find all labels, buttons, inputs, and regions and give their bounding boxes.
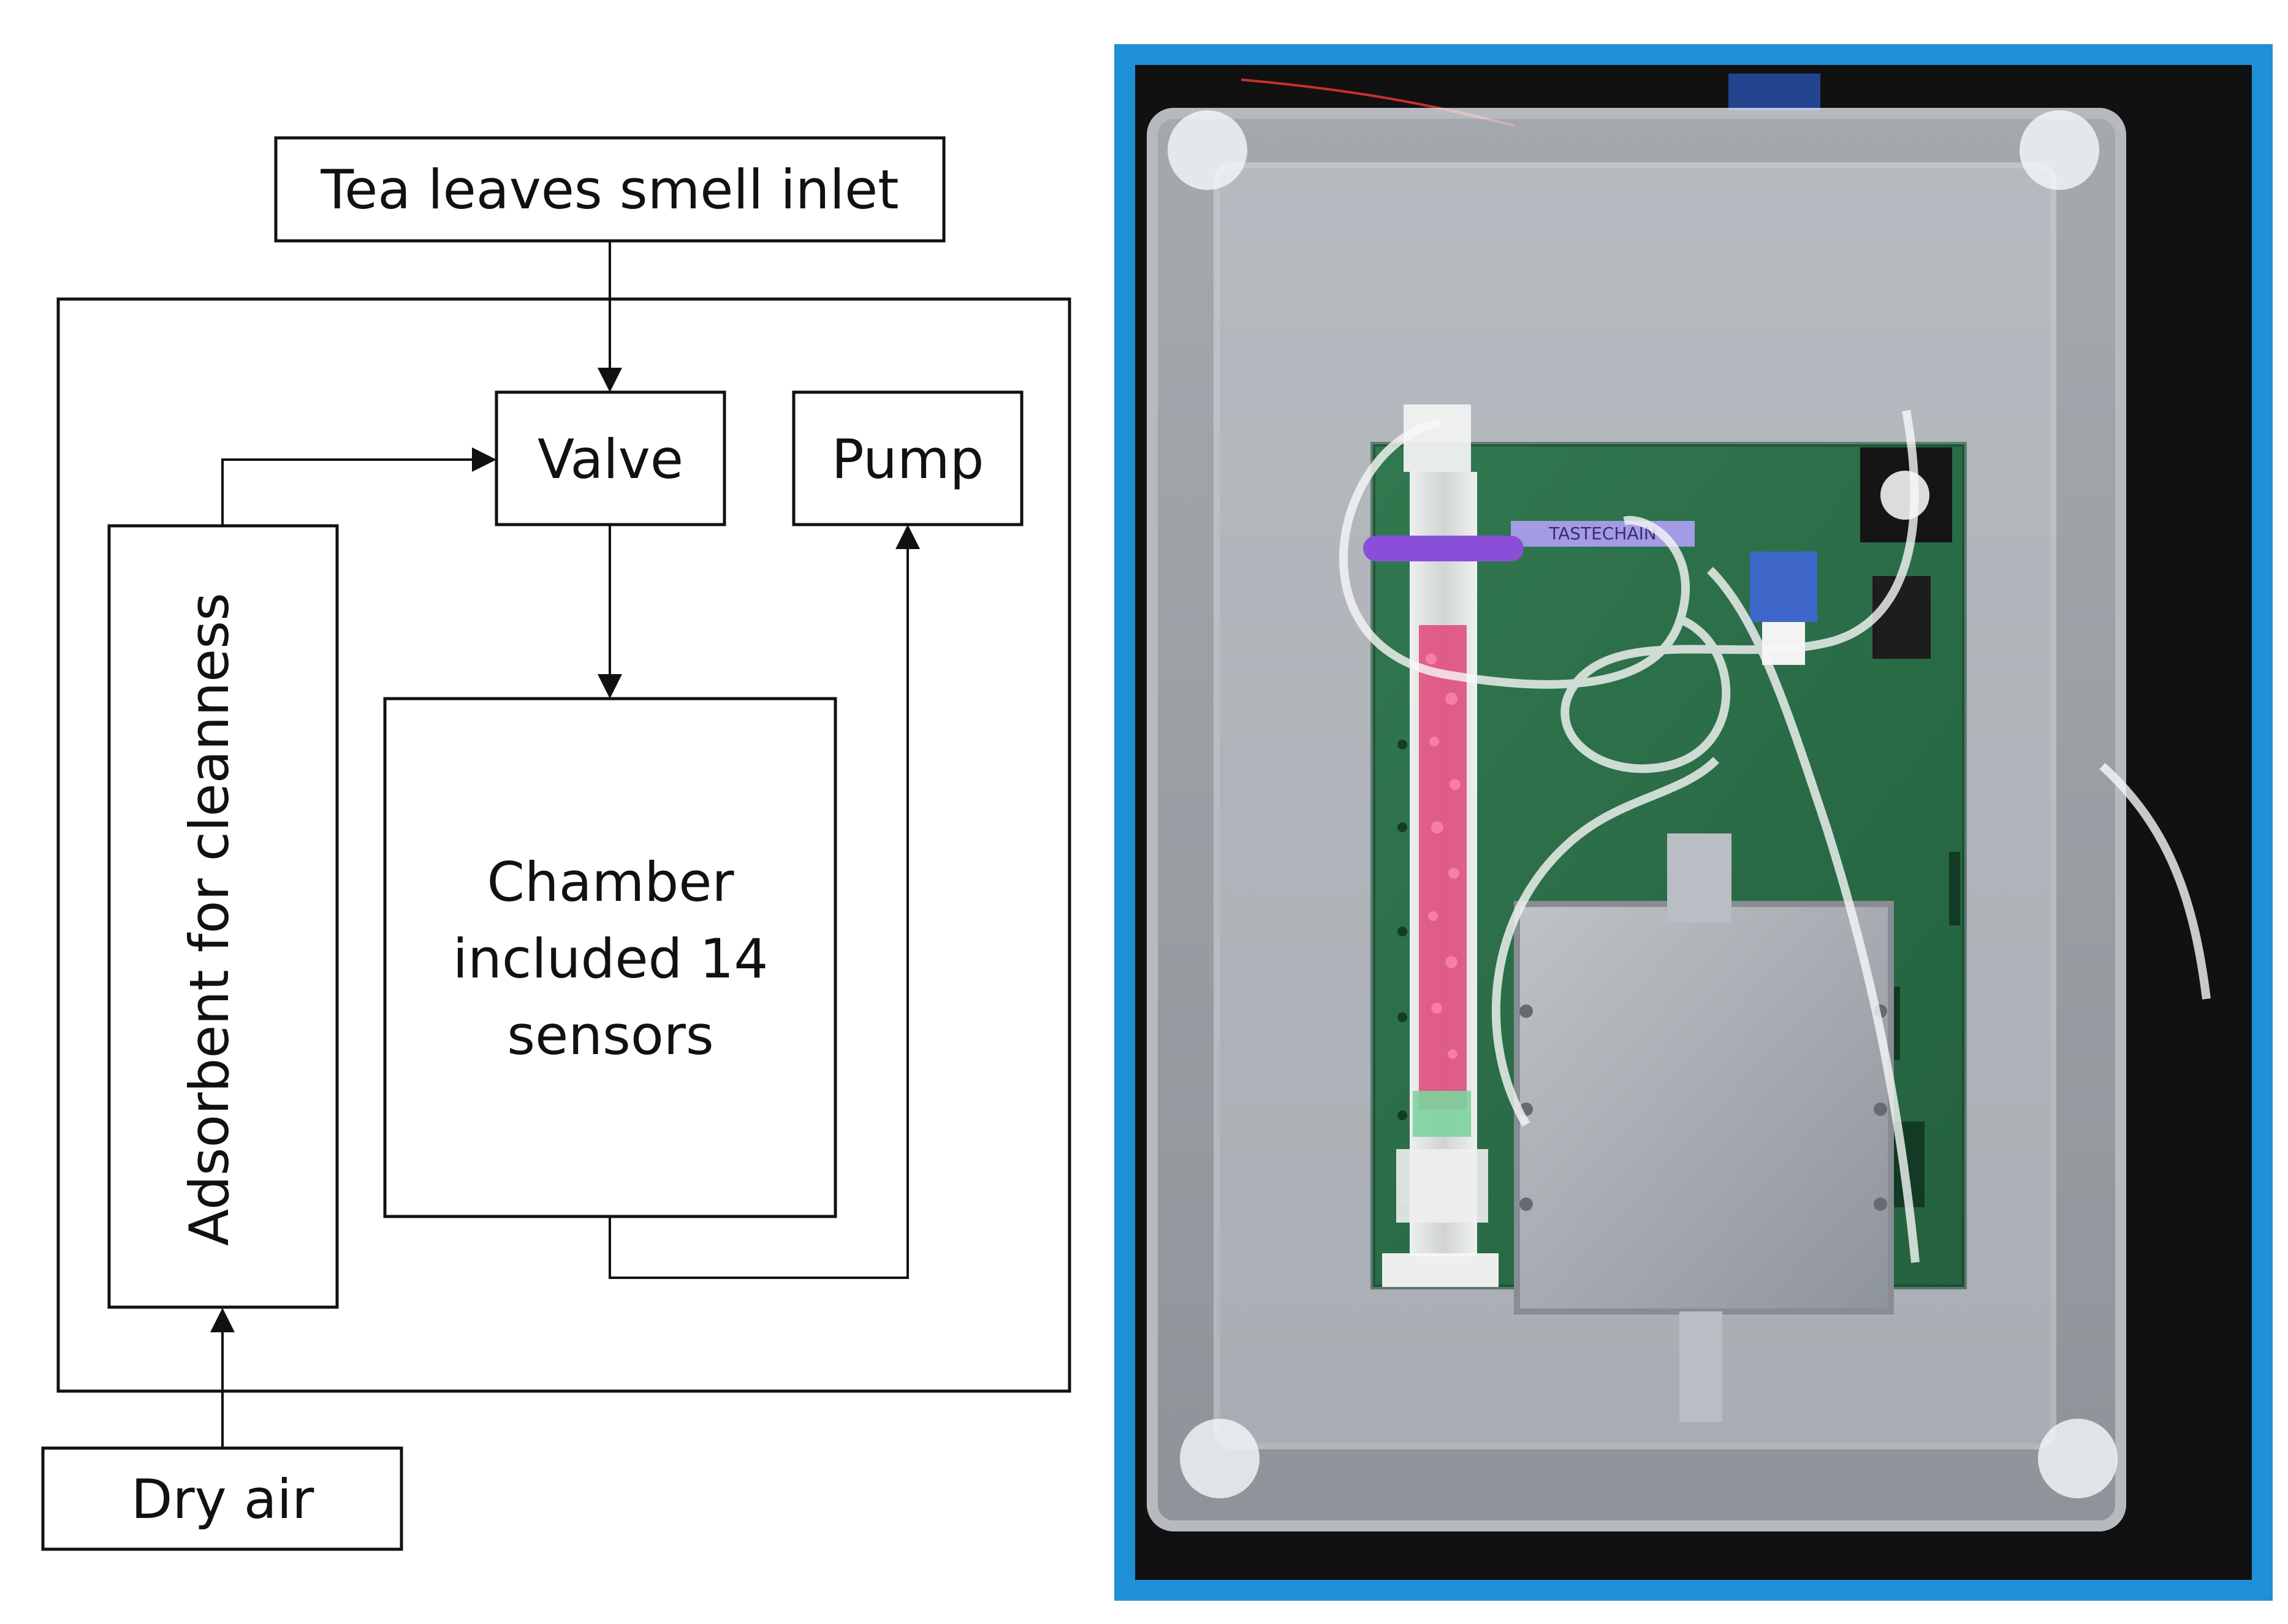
photo-frame xyxy=(1114,44,2273,1601)
pump-box xyxy=(792,390,1024,526)
inlet-label: Tea leaves smell inlet xyxy=(320,158,899,221)
device-photo: TASTECHAIN xyxy=(1114,44,2273,1601)
board-label: TASTECHAIN xyxy=(1548,523,1657,544)
adsorbent-box xyxy=(107,524,339,1309)
adsorbent-to-valve-arrow xyxy=(221,447,496,526)
valve-box xyxy=(495,390,726,526)
dry-air-box xyxy=(41,1446,403,1551)
process-diagram: Tea leaves smell inlet Valve Pump Adsorb… xyxy=(41,136,1071,1551)
pump-label: Pump xyxy=(832,428,984,491)
chamber-label-line-1: Chamber xyxy=(487,851,734,914)
chamber-box xyxy=(383,697,837,1218)
chamber-label-line-3: sensors xyxy=(507,1004,713,1067)
dry-air-label: Dry air xyxy=(131,1468,314,1531)
valve-label: Valve xyxy=(538,428,683,491)
chamber-to-pump-arrow xyxy=(609,525,920,1279)
inlet-box xyxy=(274,136,946,243)
chamber-label-line-2: included 14 xyxy=(453,927,769,990)
adsorbent-label: Adsorbent for cleanness xyxy=(178,593,241,1246)
